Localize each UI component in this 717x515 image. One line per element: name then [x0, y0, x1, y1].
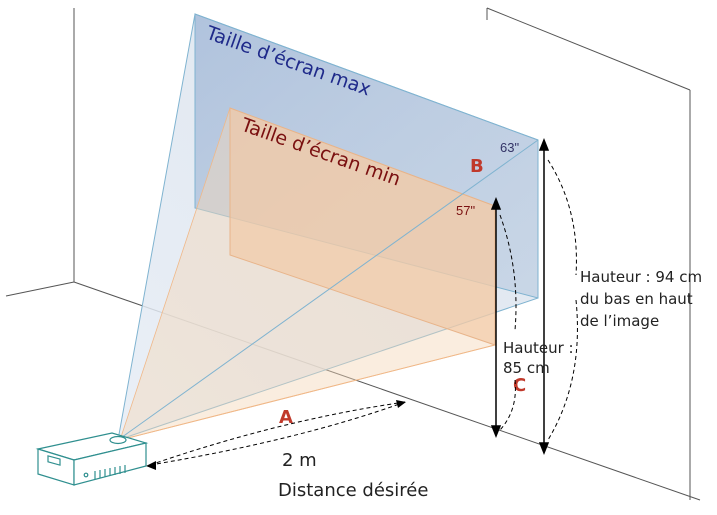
leader-arrowheads	[146, 400, 406, 470]
letter-a: A	[279, 407, 293, 428]
distance-caption: Distance désirée	[278, 480, 428, 501]
height-min-line2: 85 cm	[503, 359, 550, 377]
height-min-line1: Hauteur :	[503, 339, 574, 357]
letter-b: B	[470, 156, 484, 177]
max-size-label: 63"	[500, 140, 519, 155]
projector-icon	[35, 432, 149, 486]
min-size-label: 57"	[456, 203, 475, 218]
height-max-line1: Hauteur : 94 cm	[580, 268, 702, 286]
height-max-line2: du bas en haut	[580, 290, 693, 308]
distance-value: 2 m	[282, 450, 317, 471]
floor-guide	[119, 344, 496, 441]
max-screen-diagonal	[117, 139, 539, 441]
height-arrow-min	[490, 196, 502, 439]
letter-c: C	[513, 375, 526, 396]
leader-lines	[149, 159, 578, 466]
height-arrow-max	[538, 137, 550, 456]
height-max-line3: de l’image	[580, 312, 659, 330]
